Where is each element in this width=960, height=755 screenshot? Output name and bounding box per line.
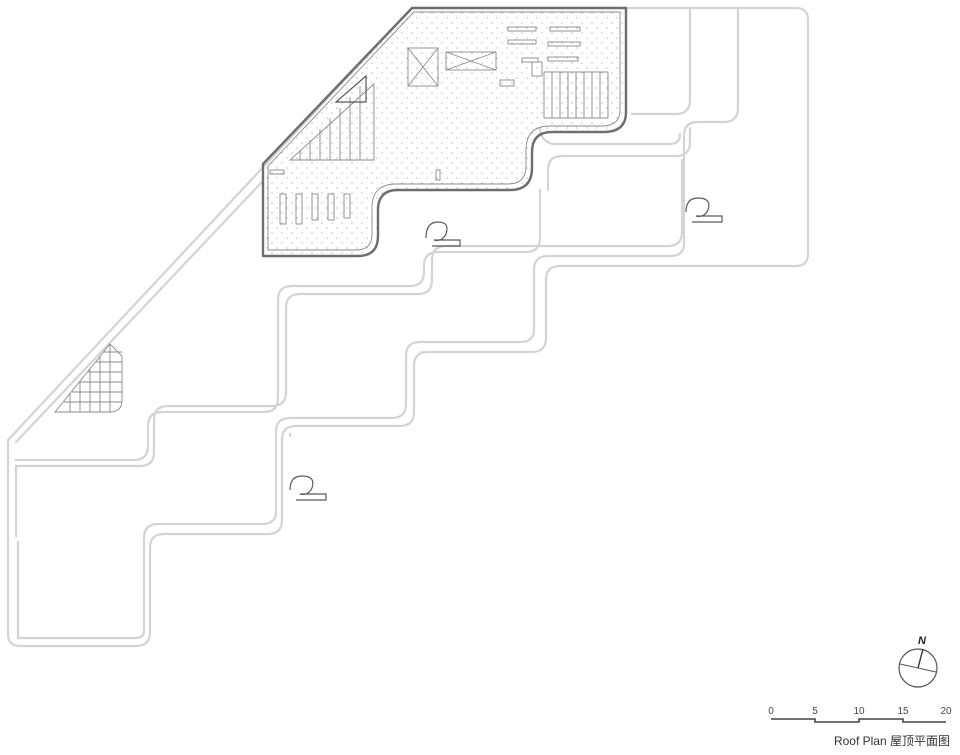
drawing-caption: Roof Plan 屋顶平面图 [833, 734, 950, 748]
north-label: N [918, 635, 927, 647]
roof-hatch-small-triangle [334, 74, 367, 103]
grid-patch [54, 343, 123, 413]
roof-slab [261, 6, 628, 258]
scale-label-15: 15 [897, 706, 909, 717]
spiral-ramp-icon [685, 197, 723, 223]
scale-label-20: 20 [940, 706, 952, 717]
stepped-track-lines [6, 6, 810, 648]
solar-panel-block [543, 71, 609, 119]
equipment-rows-left [269, 169, 351, 225]
middle-band-bottom [14, 188, 542, 462]
skylight-triangle [288, 82, 375, 161]
track-loop-3 [630, 6, 692, 116]
scale-bar: 0 5 10 15 20 [768, 706, 952, 723]
scale-label-0: 0 [768, 706, 774, 717]
scale-label-5: 5 [812, 706, 818, 717]
scale-label-10: 10 [853, 706, 865, 717]
spiral-ramp-icon [289, 475, 327, 501]
compass-north-icon: N [898, 635, 938, 688]
equipment-box-2 [445, 51, 497, 71]
track-loop-2 [16, 6, 740, 640]
equipment-box-1 [407, 47, 439, 87]
track-loop-3b [546, 126, 692, 192]
diagonal-boundary-inner [14, 180, 264, 444]
roof-access-hatch [435, 169, 441, 181]
small-hatch [499, 79, 515, 87]
roof-outline [261, 6, 628, 258]
equipment-rows-top [507, 26, 581, 63]
skylight-hatch [299, 86, 361, 160]
roof-inner-outline [267, 11, 621, 251]
spiral-ramp-icon [425, 221, 461, 247]
inner-band [288, 350, 424, 438]
outer-track [6, 6, 810, 648]
